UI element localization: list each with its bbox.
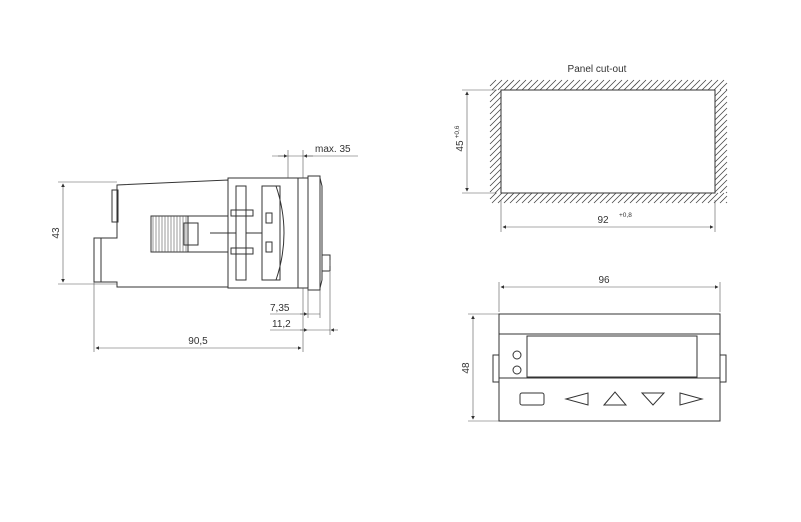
housing-body: [93, 179, 229, 288]
panel-hatching: [489, 79, 728, 204]
mounting-clamp: [210, 177, 299, 289]
terminal-block: [150, 215, 229, 253]
front-view: 96 48: [461, 275, 727, 422]
left-arrow-key: [564, 392, 589, 406]
cutout-width-label: 92: [597, 215, 609, 226]
dim-11-2-label: 11,2: [272, 319, 291, 330]
led-indicator-1: [512, 350, 522, 360]
panel-cutout-view: Panel cut-out 45 +0,6 92 +0,8: [454, 64, 728, 232]
cutout-height-tolerance: +0,6: [454, 125, 461, 138]
enter-key: [519, 392, 545, 406]
cutout-height-label: 45: [455, 140, 466, 152]
led-indicator-2: [512, 365, 522, 375]
rear-tab: [111, 189, 119, 223]
up-arrow-key: [602, 391, 628, 406]
down-arrow-key: [640, 392, 666, 406]
cutout-width-tolerance: +0,8: [619, 212, 632, 219]
max-depth-label: max. 35: [315, 144, 351, 155]
side-height-label: 43: [51, 227, 62, 239]
display-window: [526, 335, 698, 378]
side-view: 43 max. 35 7,35 11,2 90,5: [51, 144, 358, 352]
cutout-opening: [500, 89, 716, 194]
front-bezel: [297, 175, 331, 291]
dim-7-35-label: 7,35: [270, 303, 290, 314]
depth-label: 90,5: [188, 336, 208, 347]
front-height-label: 48: [461, 362, 472, 374]
right-arrow-key: [679, 392, 704, 406]
cutout-title: Panel cut-out: [568, 64, 627, 75]
front-width-label: 96: [598, 275, 610, 286]
